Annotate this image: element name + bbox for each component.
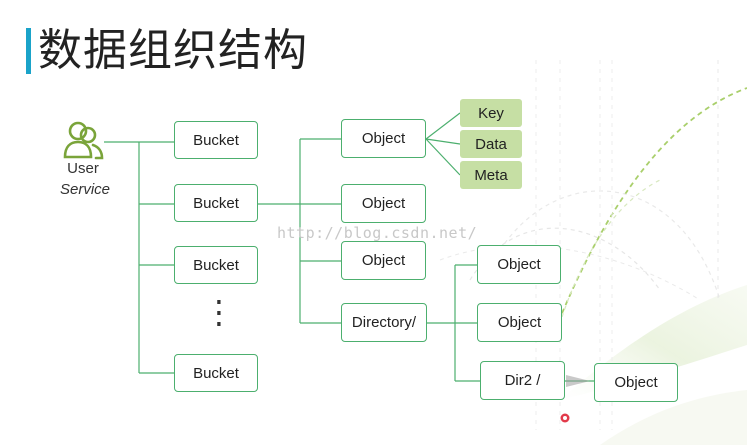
bucket-node-3[interactable]: Bucket [174, 246, 258, 284]
edge-object-data [425, 138, 461, 145]
sub-object-node-2[interactable]: Object [477, 303, 562, 342]
dir2-object-node[interactable]: Object [594, 363, 678, 402]
directory-node[interactable]: Directory/ [341, 303, 427, 342]
ellipsis: ⋮ [203, 294, 235, 330]
bucket-node-4[interactable]: Bucket [174, 354, 258, 392]
bucket-node-1[interactable]: Bucket [174, 121, 258, 159]
meta-box: Meta [460, 161, 522, 189]
service-label: Service [59, 181, 111, 198]
bucket-node-2[interactable]: Bucket [174, 184, 258, 222]
page-title: 数据组织结构 [38, 25, 308, 76]
object-node-1[interactable]: Object [341, 119, 426, 158]
user-label: User [67, 160, 99, 177]
data-box: Data [460, 130, 522, 158]
watermark: http://blog.csdn.net/ [277, 224, 478, 242]
sub-object-node-1[interactable]: Object [477, 245, 561, 284]
object-node-3[interactable]: Object [341, 241, 426, 280]
title-accent-bar [26, 28, 31, 74]
object-node-2[interactable]: Object [341, 184, 426, 223]
dir2-arrow-icon [566, 375, 590, 387]
edge-object-key [425, 112, 461, 140]
edge-object-meta [425, 138, 461, 176]
user-icon [63, 121, 104, 160]
dir2-node[interactable]: Dir2 / [480, 361, 565, 400]
key-box: Key [460, 99, 522, 127]
